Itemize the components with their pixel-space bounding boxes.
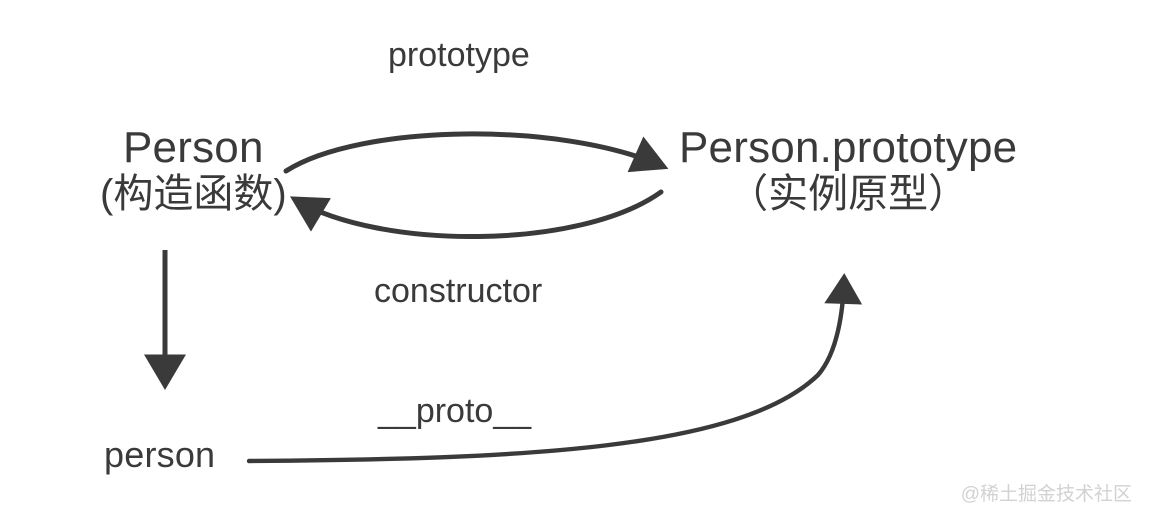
node-person-constructor-title: Person xyxy=(123,123,264,172)
node-person-prototype-subtitle: （实例原型） xyxy=(728,172,969,217)
node-person-instance: person xyxy=(104,434,216,475)
node-person-instance-title: person xyxy=(104,434,216,475)
watermark: @稀土掘金技术社区 xyxy=(960,484,1132,505)
edge-label-prototype: prototype xyxy=(388,36,530,74)
node-person-prototype: Person.prototype （实例原型） xyxy=(679,123,1017,217)
node-person-constructor: Person (构造函数) xyxy=(100,123,287,217)
prototype-arrow xyxy=(283,131,669,174)
edge-label-proto: __proto__ xyxy=(378,392,532,430)
edge-label-constructor: constructor xyxy=(374,272,543,310)
node-person-constructor-subtitle: (构造函数) xyxy=(100,172,287,217)
constructor-arrow xyxy=(289,189,664,239)
node-person-prototype-title: Person.prototype xyxy=(679,123,1018,172)
proto-arrow xyxy=(246,273,863,464)
